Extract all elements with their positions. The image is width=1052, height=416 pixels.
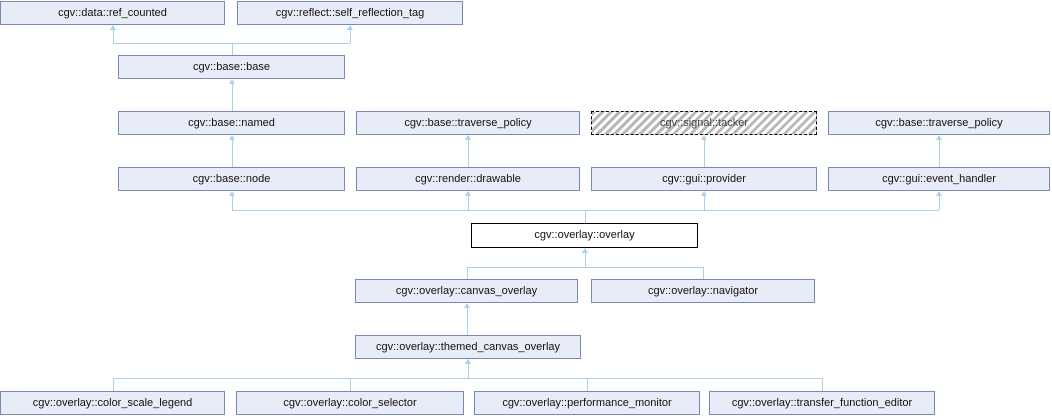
class-node-label: cgv::overlay::canvas_overlay bbox=[395, 284, 538, 297]
class-node-performance_monitor[interactable]: cgv::overlay::performance_monitor bbox=[474, 391, 700, 415]
inheritance-arrowhead bbox=[229, 79, 235, 84]
edge-horizontal bbox=[113, 378, 468, 379]
inheritance-arrowhead bbox=[582, 248, 588, 253]
edge-horizontal bbox=[468, 210, 585, 211]
class-node-named[interactable]: cgv::base::named bbox=[118, 111, 345, 135]
class-node-label: cgv::overlay::themed_canvas_overlay bbox=[375, 340, 561, 353]
edge-horizontal bbox=[232, 210, 585, 211]
edge-vertical bbox=[350, 378, 351, 391]
class-node-label: cgv::base::node bbox=[192, 172, 271, 185]
edge-vertical bbox=[232, 84, 233, 111]
class-node-color_selector[interactable]: cgv::overlay::color_selector bbox=[236, 391, 464, 415]
edge-horizontal bbox=[468, 378, 822, 379]
inheritance-arrowhead bbox=[936, 191, 942, 196]
class-node-provider[interactable]: cgv::gui::provider bbox=[591, 167, 817, 191]
inheritance-arrowhead bbox=[701, 191, 707, 196]
edge-horizontal bbox=[232, 43, 350, 44]
class-node-themed_canvas_overlay[interactable]: cgv::overlay::themed_canvas_overlay bbox=[355, 335, 581, 359]
inheritance-arrowhead bbox=[701, 135, 707, 140]
class-node-overlay[interactable]: cgv::overlay::overlay bbox=[471, 223, 698, 248]
class-node-base[interactable]: cgv::base::base bbox=[118, 55, 345, 79]
edge-vertical bbox=[468, 140, 469, 167]
edge-vertical bbox=[113, 30, 114, 43]
class-node-label: cgv::overlay::color_scale_legend bbox=[32, 396, 193, 409]
class-node-label: cgv::render::drawable bbox=[415, 172, 521, 185]
class-node-tacker[interactable]: cgv::signal::tacker bbox=[591, 111, 817, 135]
class-node-node[interactable]: cgv::base::node bbox=[118, 167, 345, 191]
edge-vertical bbox=[703, 267, 704, 279]
class-node-label: cgv::overlay::performance_monitor bbox=[502, 396, 672, 409]
edge-vertical bbox=[350, 30, 351, 43]
inheritance-arrowhead bbox=[347, 25, 353, 30]
edge-vertical bbox=[585, 210, 586, 223]
class-node-drawable[interactable]: cgv::render::drawable bbox=[356, 167, 580, 191]
inheritance-arrowhead bbox=[229, 135, 235, 140]
edge-vertical bbox=[704, 140, 705, 167]
class-node-label: cgv::data::ref_counted bbox=[58, 6, 167, 19]
inheritance-arrowhead bbox=[465, 359, 471, 364]
edge-vertical bbox=[468, 364, 469, 378]
edge-vertical bbox=[467, 267, 468, 279]
inheritance-arrowhead bbox=[936, 135, 942, 140]
class-node-color_scale_legend[interactable]: cgv::overlay::color_scale_legend bbox=[0, 391, 225, 415]
inheritance-arrowhead bbox=[229, 191, 235, 196]
inheritance-arrowhead bbox=[110, 25, 116, 30]
edge-horizontal bbox=[585, 267, 703, 268]
class-node-canvas_overlay[interactable]: cgv::overlay::canvas_overlay bbox=[355, 279, 578, 303]
edge-vertical bbox=[232, 140, 233, 167]
class-node-label: cgv::base::named bbox=[188, 116, 275, 129]
edge-vertical bbox=[468, 196, 469, 210]
class-node-label: cgv::overlay::color_selector bbox=[283, 396, 417, 409]
edge-vertical bbox=[113, 378, 114, 391]
class-node-traverse_policy_right[interactable]: cgv::base::traverse_policy bbox=[828, 111, 1050, 135]
class-node-navigator[interactable]: cgv::overlay::navigator bbox=[591, 279, 815, 303]
class-node-label: cgv::gui::event_handler bbox=[882, 172, 996, 185]
edge-vertical bbox=[467, 308, 468, 335]
class-node-label: cgv::overlay::transfer_function_editor bbox=[731, 396, 913, 409]
edge-horizontal bbox=[585, 210, 939, 211]
edge-vertical bbox=[232, 43, 233, 55]
inheritance-arrowhead bbox=[464, 303, 470, 308]
class-node-label: cgv::base::base bbox=[192, 60, 271, 73]
class-node-label: cgv::reflect::self_reflection_tag bbox=[275, 6, 425, 19]
class-node-self_reflection_tag[interactable]: cgv::reflect::self_reflection_tag bbox=[237, 1, 463, 25]
edge-vertical bbox=[939, 196, 940, 210]
edge-horizontal bbox=[350, 378, 468, 379]
class-node-label: cgv::base::traverse_policy bbox=[875, 116, 1003, 129]
inheritance-arrowhead bbox=[465, 135, 471, 140]
class-node-ref_counted[interactable]: cgv::data::ref_counted bbox=[0, 1, 225, 25]
class-node-label: cgv::gui::provider bbox=[662, 172, 746, 185]
class-node-traverse_policy_left[interactable]: cgv::base::traverse_policy bbox=[356, 111, 580, 135]
edge-vertical bbox=[585, 253, 586, 267]
class-node-transfer_function_editor[interactable]: cgv::overlay::transfer_function_editor bbox=[709, 391, 935, 415]
edge-vertical bbox=[939, 140, 940, 167]
class-node-label: cgv::overlay::navigator bbox=[647, 284, 759, 297]
class-node-label: cgv::base::traverse_policy bbox=[404, 116, 532, 129]
edge-vertical bbox=[232, 196, 233, 210]
inheritance-arrowhead bbox=[465, 191, 471, 196]
edge-horizontal bbox=[467, 267, 585, 268]
class-node-label: cgv::signal::tacker bbox=[659, 116, 749, 129]
edge-vertical bbox=[587, 378, 588, 391]
edge-vertical bbox=[822, 378, 823, 391]
class-node-event_handler[interactable]: cgv::gui::event_handler bbox=[828, 167, 1050, 191]
edge-horizontal bbox=[113, 43, 232, 44]
edge-vertical bbox=[704, 196, 705, 210]
class-node-label: cgv::overlay::overlay bbox=[534, 229, 635, 241]
